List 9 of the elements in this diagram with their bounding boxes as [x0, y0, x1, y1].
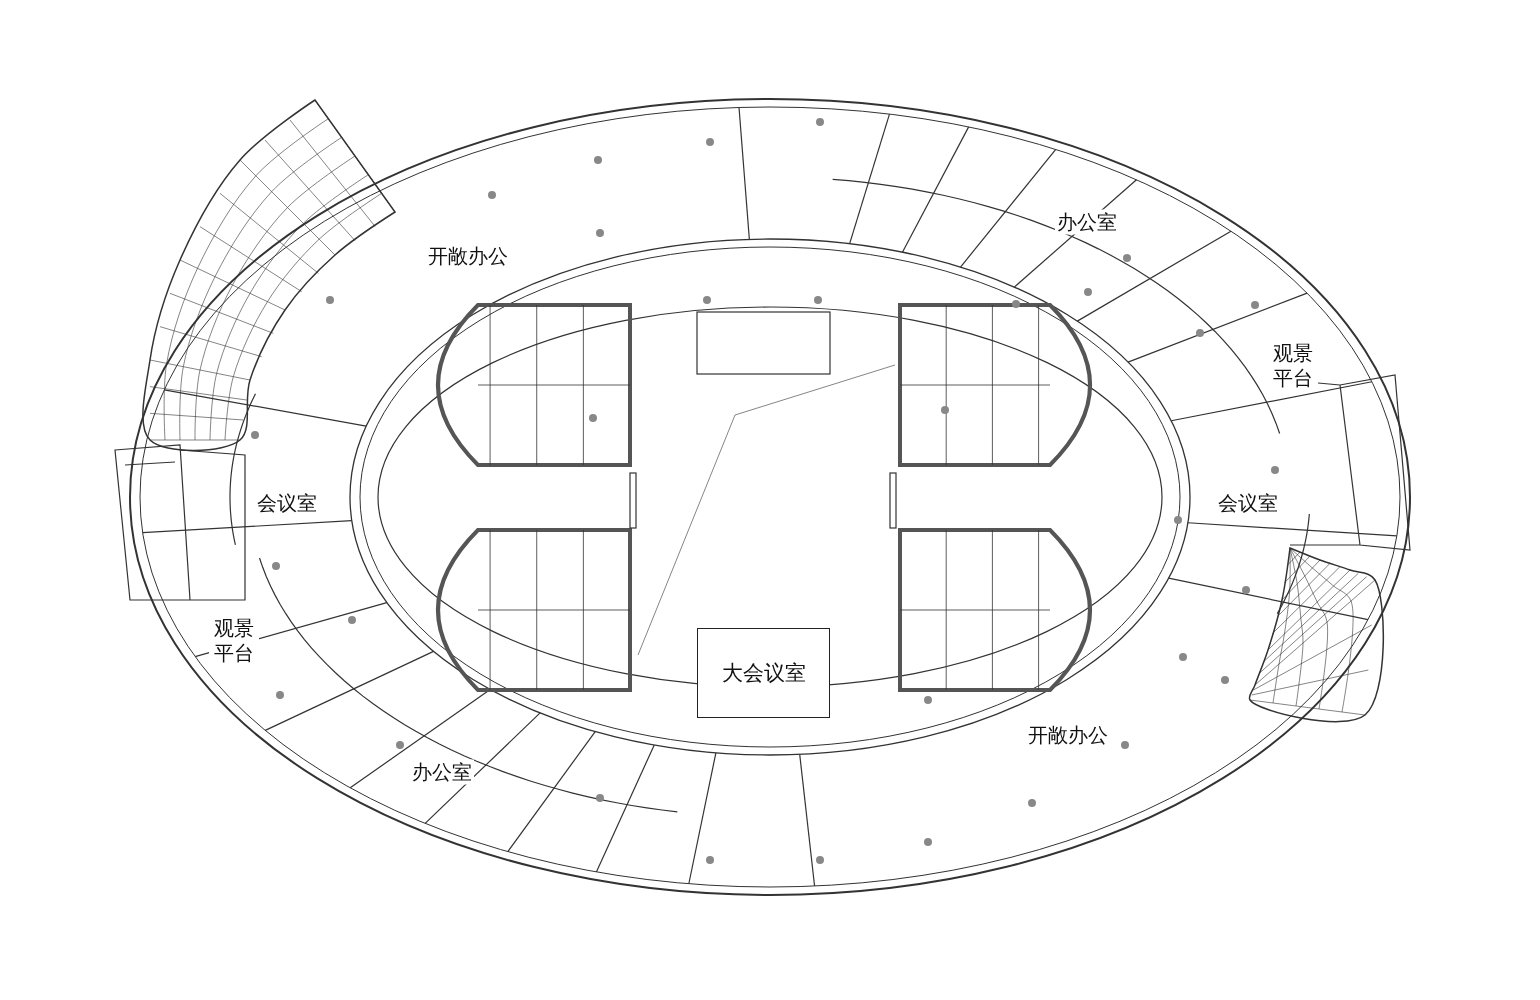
room-box: [697, 628, 830, 718]
room-label: 开敞办公: [426, 243, 510, 269]
room-label: 办公室: [410, 759, 474, 785]
room-label: 会议室: [255, 490, 319, 516]
room-label: 办公室: [1055, 209, 1119, 235]
room-label: 观景平台: [209, 616, 259, 666]
room-label: 开敞办公: [1026, 722, 1110, 748]
room-label: 大会议室: [721, 660, 806, 687]
room-label: 会议室: [1216, 490, 1280, 516]
